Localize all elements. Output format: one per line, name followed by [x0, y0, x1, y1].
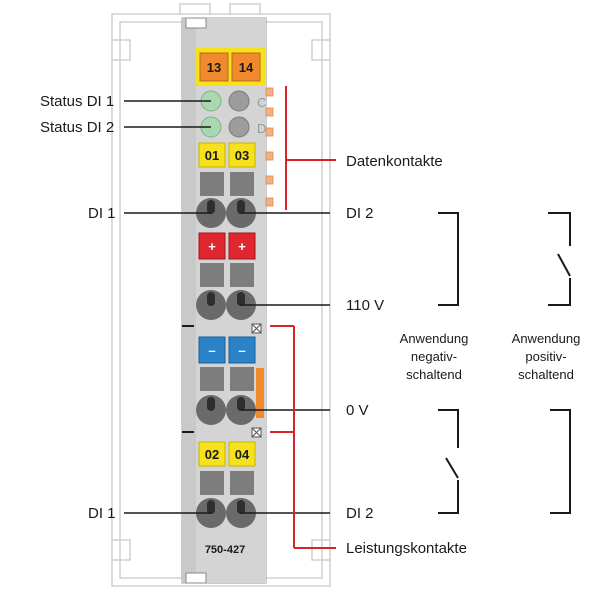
- terminal-02: [198, 441, 226, 467]
- power-contact-strip: [256, 368, 264, 418]
- minus-label-2: –: [238, 343, 245, 358]
- terminal-03-label: 03: [235, 148, 249, 163]
- label-110v: 110 V: [346, 297, 384, 314]
- terminal-plus-2: [228, 232, 256, 260]
- release-slot: [230, 263, 254, 287]
- release-slot: [200, 367, 224, 391]
- terminal-01-label: 01: [205, 148, 219, 163]
- plus-label-1: +: [208, 239, 216, 254]
- terminal-04: [228, 441, 256, 467]
- label-leistungskontakte: Leistungskontakte: [346, 540, 467, 557]
- app-negative-line1: Anwendung: [400, 331, 469, 346]
- terminal-plus-1: [198, 232, 226, 260]
- negative-switching-wiring: [438, 212, 459, 514]
- terminal-14: [231, 52, 261, 82]
- release-slot: [200, 471, 224, 495]
- release-slot: [200, 263, 224, 287]
- release-slot: [200, 172, 224, 196]
- power-contact-markers: [251, 323, 262, 438]
- led-c: [228, 90, 250, 112]
- terminal-minus-2: [228, 336, 256, 364]
- app-positive-line3: schaltend: [518, 367, 574, 382]
- label-status-di1: Status DI 1: [40, 93, 114, 110]
- datenkontakte-bracket: [285, 86, 336, 210]
- label-di2-upper: DI 2: [346, 205, 374, 222]
- terminal-04-label: 04: [235, 447, 250, 462]
- label-status-di2: Status DI 2: [40, 119, 114, 136]
- positive-switching-wiring: [548, 212, 571, 514]
- app-negative-line2: negativ-: [411, 349, 457, 364]
- terminal-03: [228, 142, 256, 168]
- clamp-pair-110v: [196, 290, 256, 320]
- terminal-14-label: 14: [239, 60, 254, 75]
- app-negative-line3: schaltend: [406, 367, 462, 382]
- label-di1-upper: DI 1: [88, 205, 116, 222]
- led-d: [228, 116, 250, 138]
- app-positive-line2: positiv-: [525, 349, 566, 364]
- leistungskontakte-bracket: [270, 325, 336, 549]
- leader-lines: [124, 100, 330, 514]
- data-contacts: [265, 87, 274, 207]
- led-d-letter: D: [257, 121, 266, 136]
- label-0v: 0 V: [346, 402, 369, 419]
- label-di2-lower: DI 2: [346, 505, 374, 522]
- led-c-letter: C: [257, 95, 266, 110]
- plus-label-2: +: [238, 239, 246, 254]
- label-datenkontakte: Datenkontakte: [346, 153, 443, 170]
- model-number: 750-427: [205, 544, 245, 556]
- release-slot: [230, 367, 254, 391]
- terminal-minus-1: [198, 336, 226, 364]
- terminal-01: [198, 142, 226, 168]
- release-slot: [230, 471, 254, 495]
- label-di1-lower: DI 1: [88, 505, 116, 522]
- minus-label-1: –: [208, 343, 215, 358]
- terminal-13: [199, 52, 229, 82]
- app-positive-line1: Anwendung: [512, 331, 581, 346]
- terminal-13-label: 13: [207, 60, 221, 75]
- release-slot: [230, 172, 254, 196]
- terminal-02-label: 02: [205, 447, 219, 462]
